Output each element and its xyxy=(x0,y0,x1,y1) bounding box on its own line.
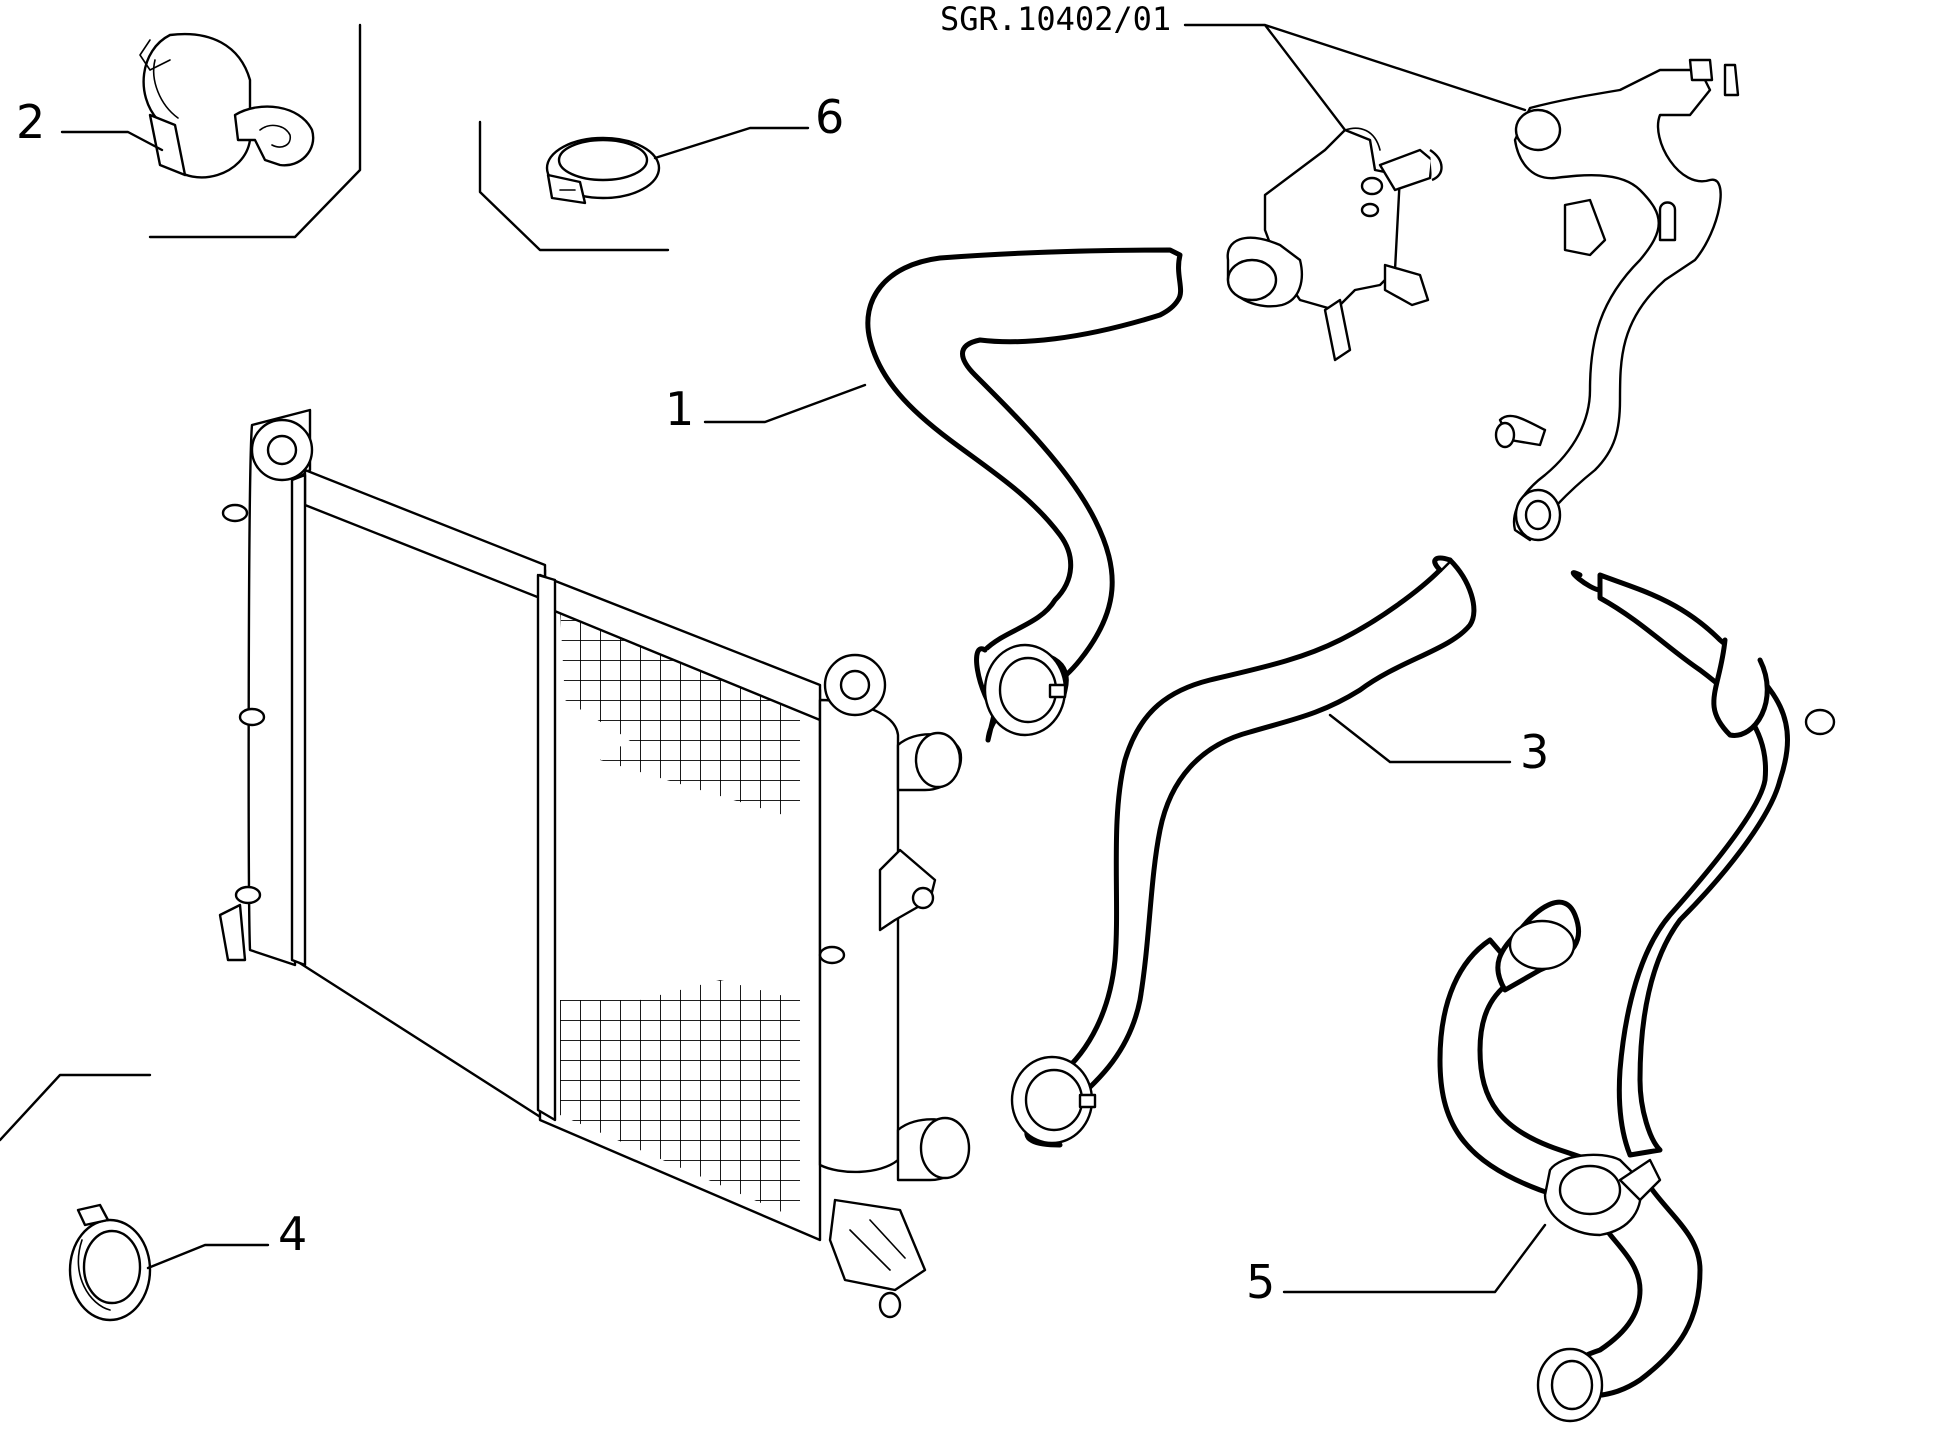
callout-6-leader xyxy=(653,126,810,160)
callout-2-leader xyxy=(60,130,164,152)
callout-3-leader xyxy=(1328,713,1512,764)
reference-code-leader xyxy=(1183,23,1527,132)
callout-1: 1 xyxy=(665,382,694,436)
callout-4: 4 xyxy=(278,1207,307,1261)
thermostat-housing[interactable] xyxy=(1226,127,1443,362)
radiator[interactable] xyxy=(218,408,971,1319)
callout-4-leader xyxy=(146,1243,270,1270)
callout-6: 6 xyxy=(815,90,844,144)
callout-1-leader xyxy=(703,383,867,424)
part-1-upper-hose[interactable] xyxy=(865,247,1184,743)
callout-3: 3 xyxy=(1520,725,1549,779)
part-6-clamp[interactable] xyxy=(478,120,670,252)
part-3-lower-hose[interactable] xyxy=(1010,555,1477,1148)
callout-5: 5 xyxy=(1246,1255,1275,1309)
part-2-clip[interactable] xyxy=(139,23,362,239)
part-5-y-hose[interactable] xyxy=(1437,570,1836,1423)
callout-2: 2 xyxy=(16,95,45,149)
callout-5-leader xyxy=(1282,1223,1547,1294)
part-4-clamp[interactable] xyxy=(0,1073,152,1322)
reference-code: SGR.10402/01 xyxy=(940,0,1171,38)
outlet-pipe[interactable] xyxy=(1494,58,1740,542)
